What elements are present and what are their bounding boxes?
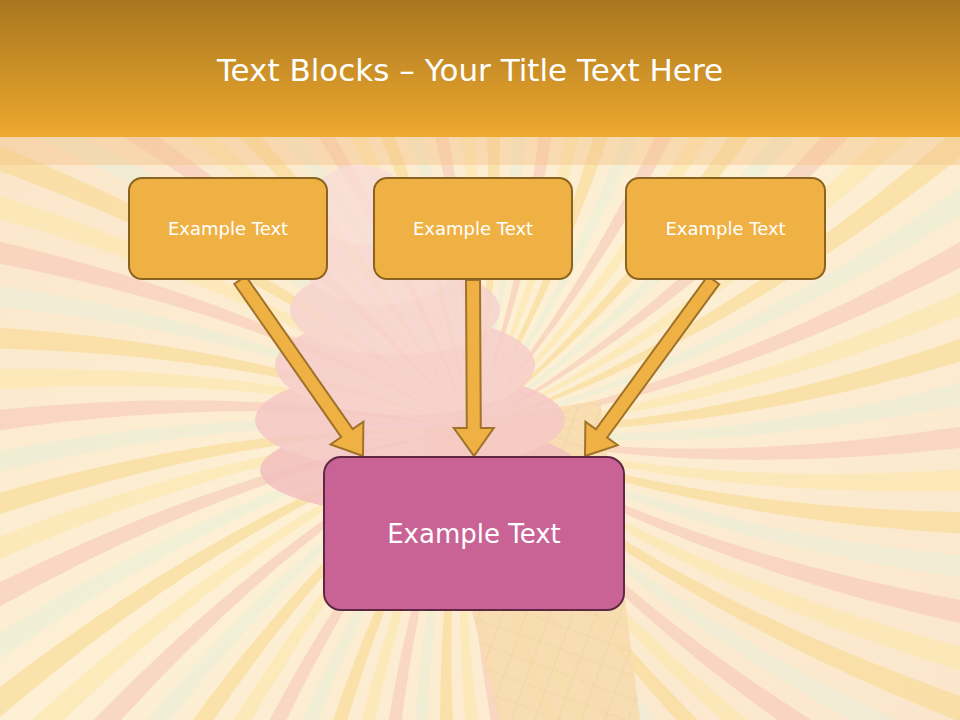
block-text: Example Text — [413, 218, 533, 239]
text-block: Example Text — [373, 177, 573, 280]
block-arrow — [234, 276, 363, 456]
block-arrow — [585, 276, 719, 456]
block-text: Example Text — [665, 218, 785, 239]
block-text: Example Text — [168, 218, 288, 239]
result-box: Example Text — [323, 456, 625, 611]
block-text: Example Text — [387, 519, 561, 549]
text-block: Example Text — [128, 177, 328, 280]
slide-title: Text Blocks – Your Title Text Here — [0, 52, 940, 88]
text-block: Example Text — [625, 177, 826, 280]
block-arrow — [454, 280, 494, 456]
